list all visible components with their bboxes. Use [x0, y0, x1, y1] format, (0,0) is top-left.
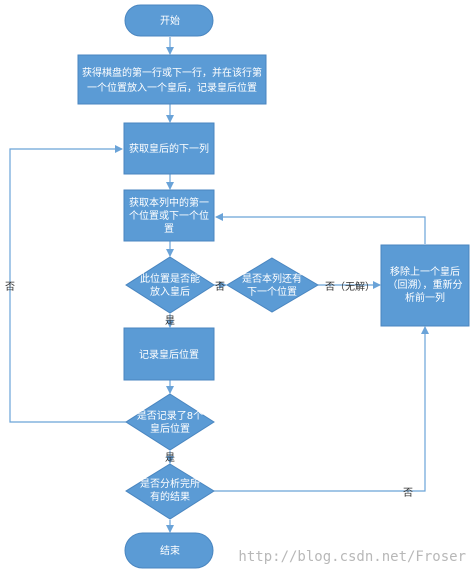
- node-step3-line3: 置: [164, 223, 174, 235]
- edge-decision3-no-to-step2: [9, 145, 126, 423]
- node-step1-line2: 一个位置放入一个皇后，记录皇后位置: [87, 81, 257, 94]
- node-backtrack-line1: 移除上一个皇后: [390, 265, 460, 278]
- node-decision1-line1: 此位置是否能: [140, 272, 200, 285]
- node-step1: 获得棋盘的第一行或下一行，并在该行第 一个位置放入一个皇后，记录皇后位置: [77, 54, 267, 105]
- node-step3: 获取本列中的第一 个位置或下一个位 置: [123, 189, 215, 242]
- node-step4: 记录皇后位置: [123, 327, 215, 381]
- node-step2-label: 获取皇后的下一列: [129, 142, 209, 155]
- node-decision3-line2: 皇后位置: [150, 422, 190, 435]
- node-step2: 获取皇后的下一列: [123, 122, 215, 175]
- node-step3-line2: 个位置或下一个位: [129, 209, 209, 222]
- node-decision1-line2: 放入皇后: [150, 285, 190, 298]
- node-decision2-line2: 下一个位置: [247, 285, 297, 298]
- edge-label-d3-no: 否: [5, 281, 15, 293]
- node-step1-line1: 获得棋盘的第一行或下一行，并在该行第: [82, 66, 262, 79]
- node-decision4-line1: 是否分析完所: [140, 477, 200, 490]
- node-decision2-line1: 是否本列还有: [242, 272, 302, 285]
- edge-decision4-no-to-backtrack: [214, 326, 429, 492]
- node-backtrack: 移除上一个皇后 （回溯），重新分 析前一列: [380, 244, 470, 327]
- node-start-label: 开始: [160, 14, 180, 27]
- node-decision3-line1: 是否记录了8个: [137, 410, 203, 422]
- node-decision4-line2: 有的结果: [150, 490, 190, 503]
- node-decision2: 是否本列还有 下一个位置: [226, 257, 319, 313]
- edge-label-d1-yes: 是: [165, 315, 175, 327]
- edges: [9, 37, 429, 533]
- node-decision1: 此位置是否能 放入皇后: [125, 256, 215, 314]
- edge-label-d1-no: 否: [215, 281, 225, 293]
- node-backtrack-line2: （回溯），重新分: [388, 278, 463, 291]
- edge-label-d2-no: 否（无解）: [325, 280, 375, 293]
- node-decision3: 是否记录了8个 皇后位置: [125, 393, 215, 451]
- edge-label-d4-no: 否: [403, 487, 413, 499]
- node-step4-label: 记录皇后位置: [139, 348, 199, 361]
- watermark-text: http://blog.csdn.net/Froser: [238, 549, 466, 565]
- node-start: 开始: [124, 4, 214, 37]
- node-end: 结束: [124, 532, 214, 569]
- node-decision4: 是否分析完所 有的结果: [125, 463, 215, 520]
- edge-backtrack-to-step3: [215, 213, 426, 244]
- edge-label-d3-yes: 是: [165, 452, 175, 464]
- node-backtrack-line3: 析前一列: [405, 291, 445, 304]
- node-end-label: 结束: [160, 544, 180, 557]
- node-step3-line1: 获取本列中的第一: [129, 196, 209, 209]
